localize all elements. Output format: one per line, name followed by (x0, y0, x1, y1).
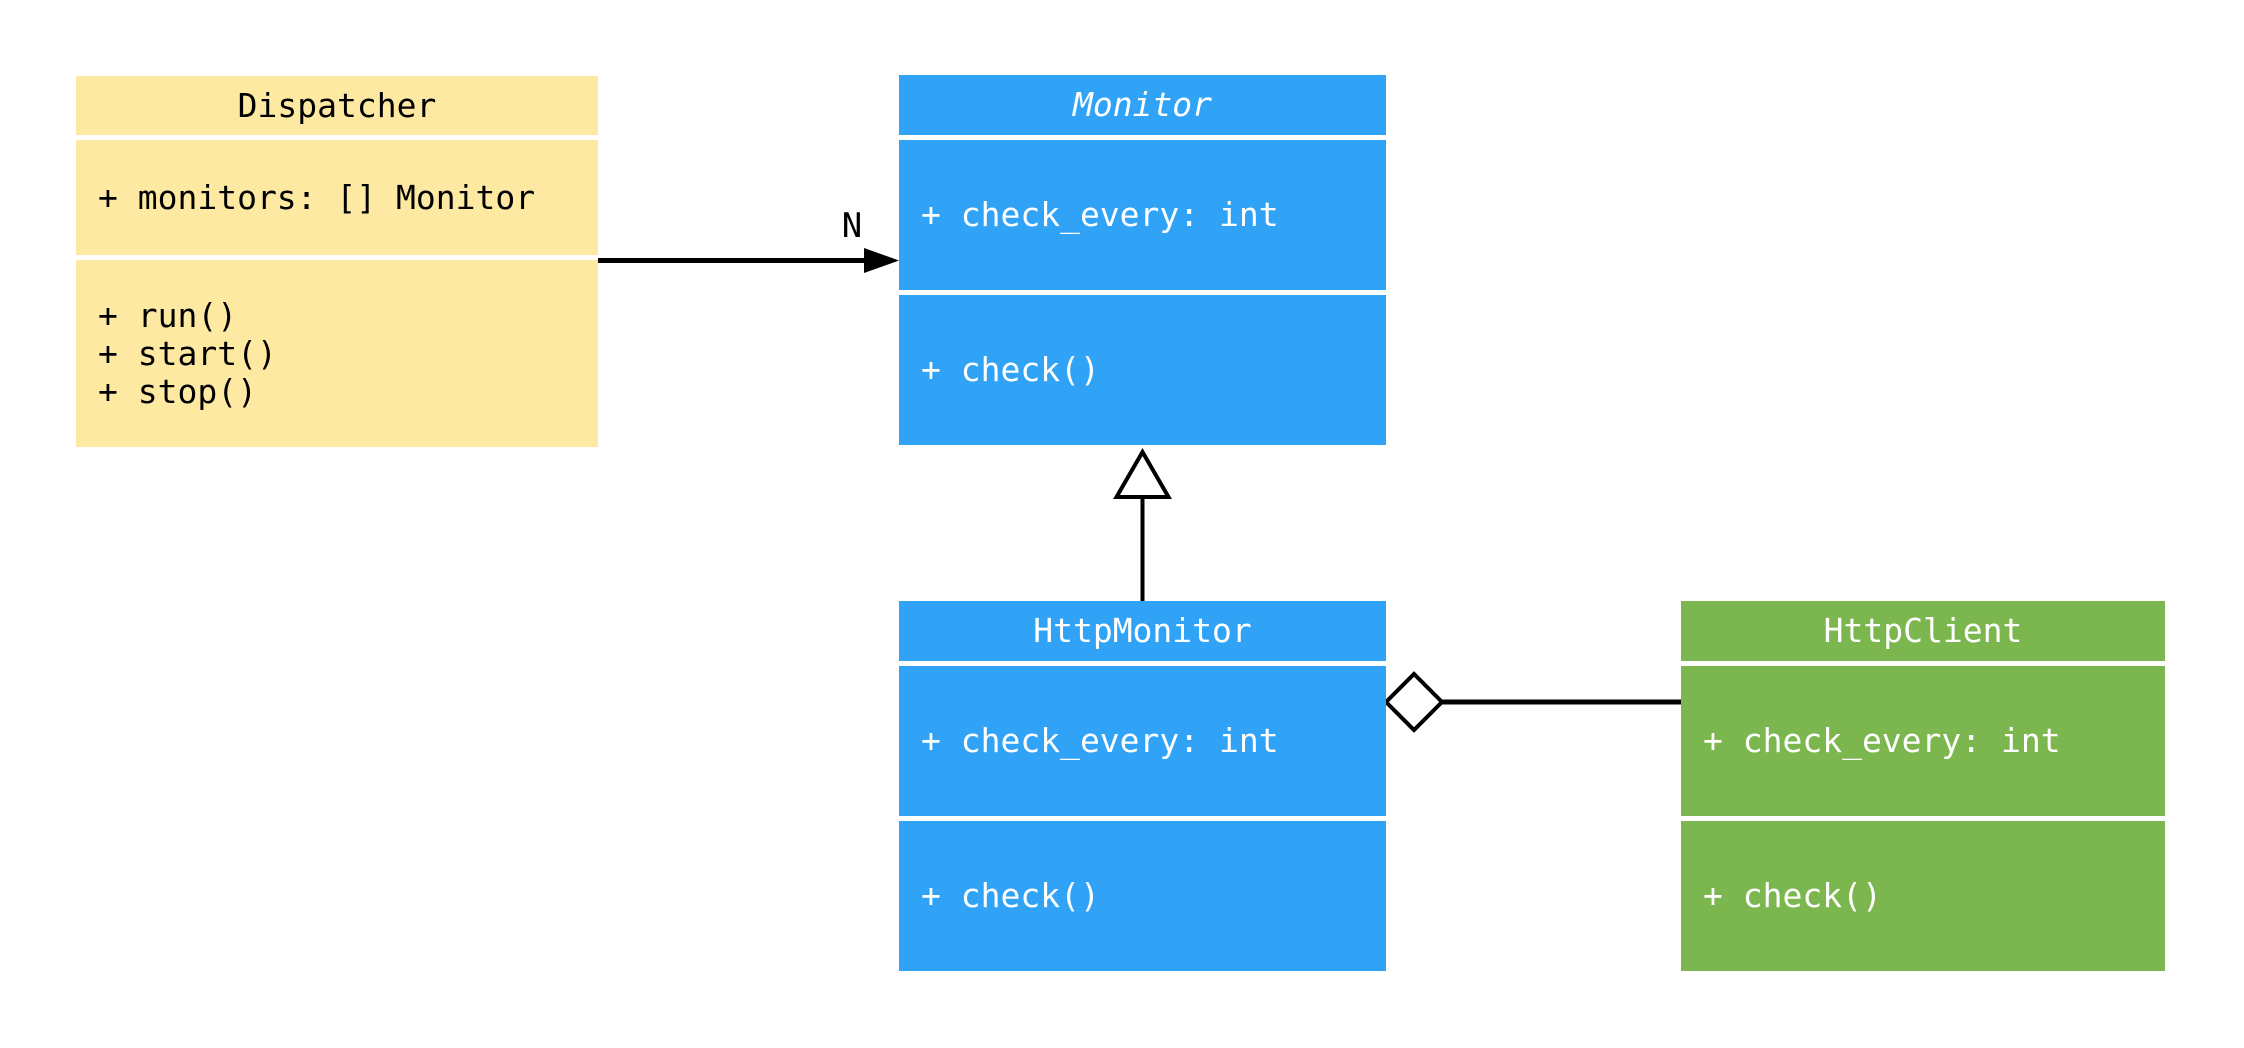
class-method: + check() (921, 350, 1100, 389)
class-method: + check() (1703, 876, 1882, 915)
class-attribute: + monitors: [] Monitor (98, 177, 536, 217)
class-method: + stop() (98, 371, 257, 411)
class-method: + check() (921, 876, 1100, 915)
class-title-bar: HttpMonitor (899, 601, 1386, 661)
class-name: HttpMonitor (1033, 611, 1252, 650)
class-attribute: + check_every: int (921, 195, 1279, 234)
class-methods-section: + check() (1681, 821, 2165, 971)
class-name: Monitor (1072, 85, 1213, 124)
class-attribute: + check_every: int (921, 721, 1279, 760)
class-title-bar: Monitor (899, 75, 1386, 135)
class-methods-section: + check() (899, 821, 1386, 971)
association-label: N (841, 206, 863, 246)
class-methods-section: + run() + start() + stop() (76, 260, 598, 447)
class-method: + start() (98, 333, 277, 373)
class-title-bar: Dispatcher (76, 76, 598, 135)
class-box-http-monitor: HttpMonitor + check_every: int + check() (899, 601, 1386, 971)
class-attributes-section: + check_every: int (899, 140, 1386, 290)
class-box-http-client: HttpClient + check_every: int + check() (1681, 601, 2165, 971)
class-methods-section: + check() (899, 295, 1386, 445)
inheritance-triangle-icon (1113, 448, 1172, 499)
class-attributes-section: + monitors: [] Monitor (76, 140, 598, 255)
class-name: Dispatcher (237, 85, 437, 125)
class-box-dispatcher: Dispatcher + monitors: [] Monitor + run(… (76, 76, 598, 447)
class-box-monitor: Monitor + check_every: int + check() (899, 75, 1386, 445)
class-title-bar: HttpClient (1681, 601, 2165, 661)
aggregation-diamond-icon (1383, 671, 1445, 733)
association-arrowhead-icon (864, 248, 899, 273)
class-method: + run() (98, 295, 238, 335)
class-attributes-section: + check_every: int (899, 666, 1386, 816)
class-name: HttpClient (1823, 611, 2023, 650)
class-attribute: + check_every: int (1703, 721, 2061, 760)
class-attributes-section: + check_every: int (1681, 666, 2165, 816)
